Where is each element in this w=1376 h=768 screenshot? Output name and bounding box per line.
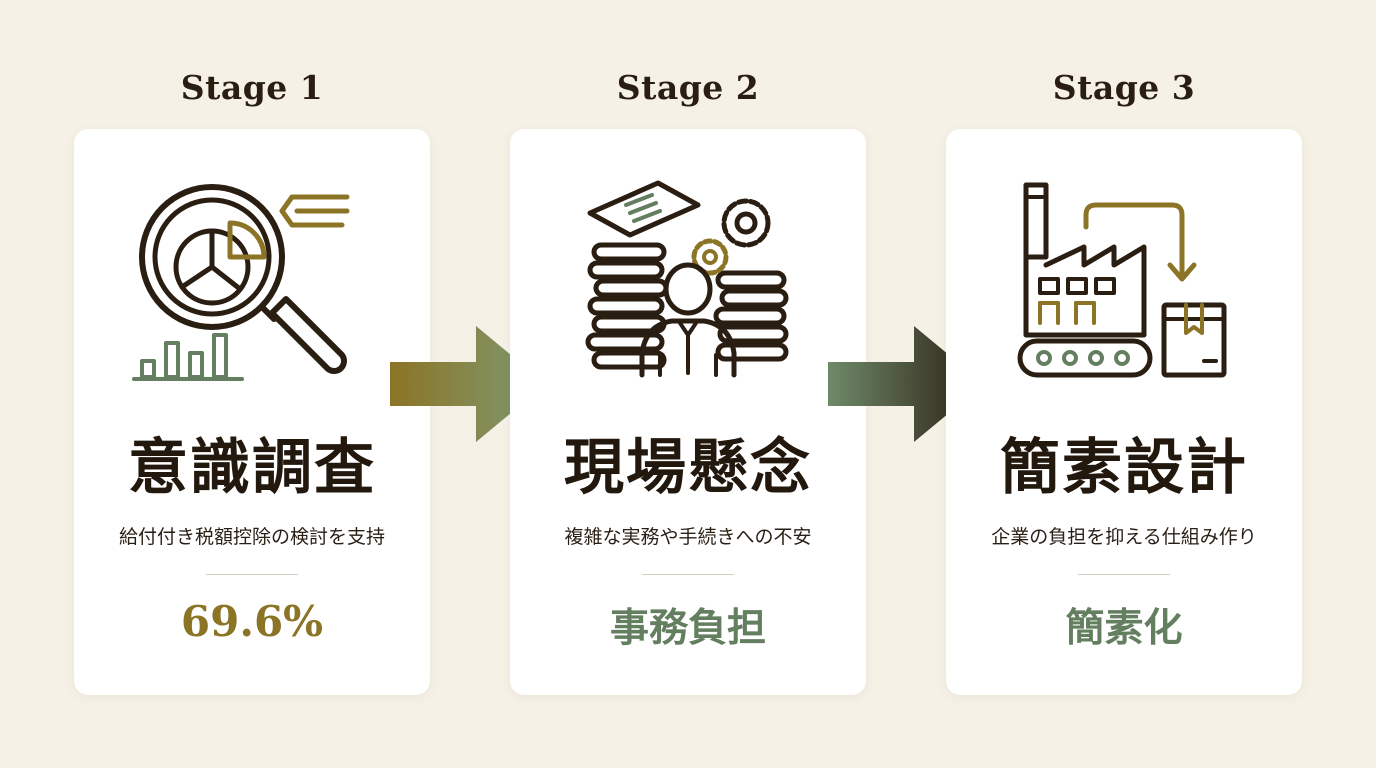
stage-1-card: 意識調査 給付付き税額控除の検討を支持 69.6% xyxy=(74,129,430,695)
factory-conveyor-box-icon xyxy=(1004,175,1244,395)
stage-3-metric: 簡素化 xyxy=(1065,606,1183,651)
paperwork-person-gears-icon xyxy=(568,175,808,395)
stage-1-metric: 69.6% xyxy=(180,597,324,646)
stage-1-title: 意識調査 xyxy=(128,433,376,503)
stage-2-label: Stage 2 xyxy=(616,68,760,107)
stage-2-metric: 事務負担 xyxy=(609,606,766,651)
stage-2-divider xyxy=(642,574,734,575)
stage-3-title: 簡素設計 xyxy=(1000,433,1248,503)
magnifier-pie-chart-icon xyxy=(132,175,372,395)
stage-2-card: 現場懸念 複雑な実務や手続きへの不安 事務負担 xyxy=(510,129,866,695)
stage-3-card: 簡素設計 企業の負担を抑える仕組み作り 簡素化 xyxy=(946,129,1302,695)
flow-arrow-2 xyxy=(828,322,988,446)
stage-2-description: 複雑な実務や手続きへの不安 xyxy=(564,526,812,548)
stage-1-divider xyxy=(206,574,298,575)
stage-3-description: 企業の負担を抑える仕組み作り xyxy=(991,526,1257,548)
stage-1-label: Stage 1 xyxy=(180,68,324,107)
stage-3-divider xyxy=(1078,574,1170,575)
stage-1-description: 給付付き税額控除の検討を支持 xyxy=(118,526,385,548)
stage-3-label: Stage 3 xyxy=(1052,68,1196,107)
flow-arrow-1 xyxy=(390,322,550,446)
stage-2-title: 現場懸念 xyxy=(564,433,812,503)
